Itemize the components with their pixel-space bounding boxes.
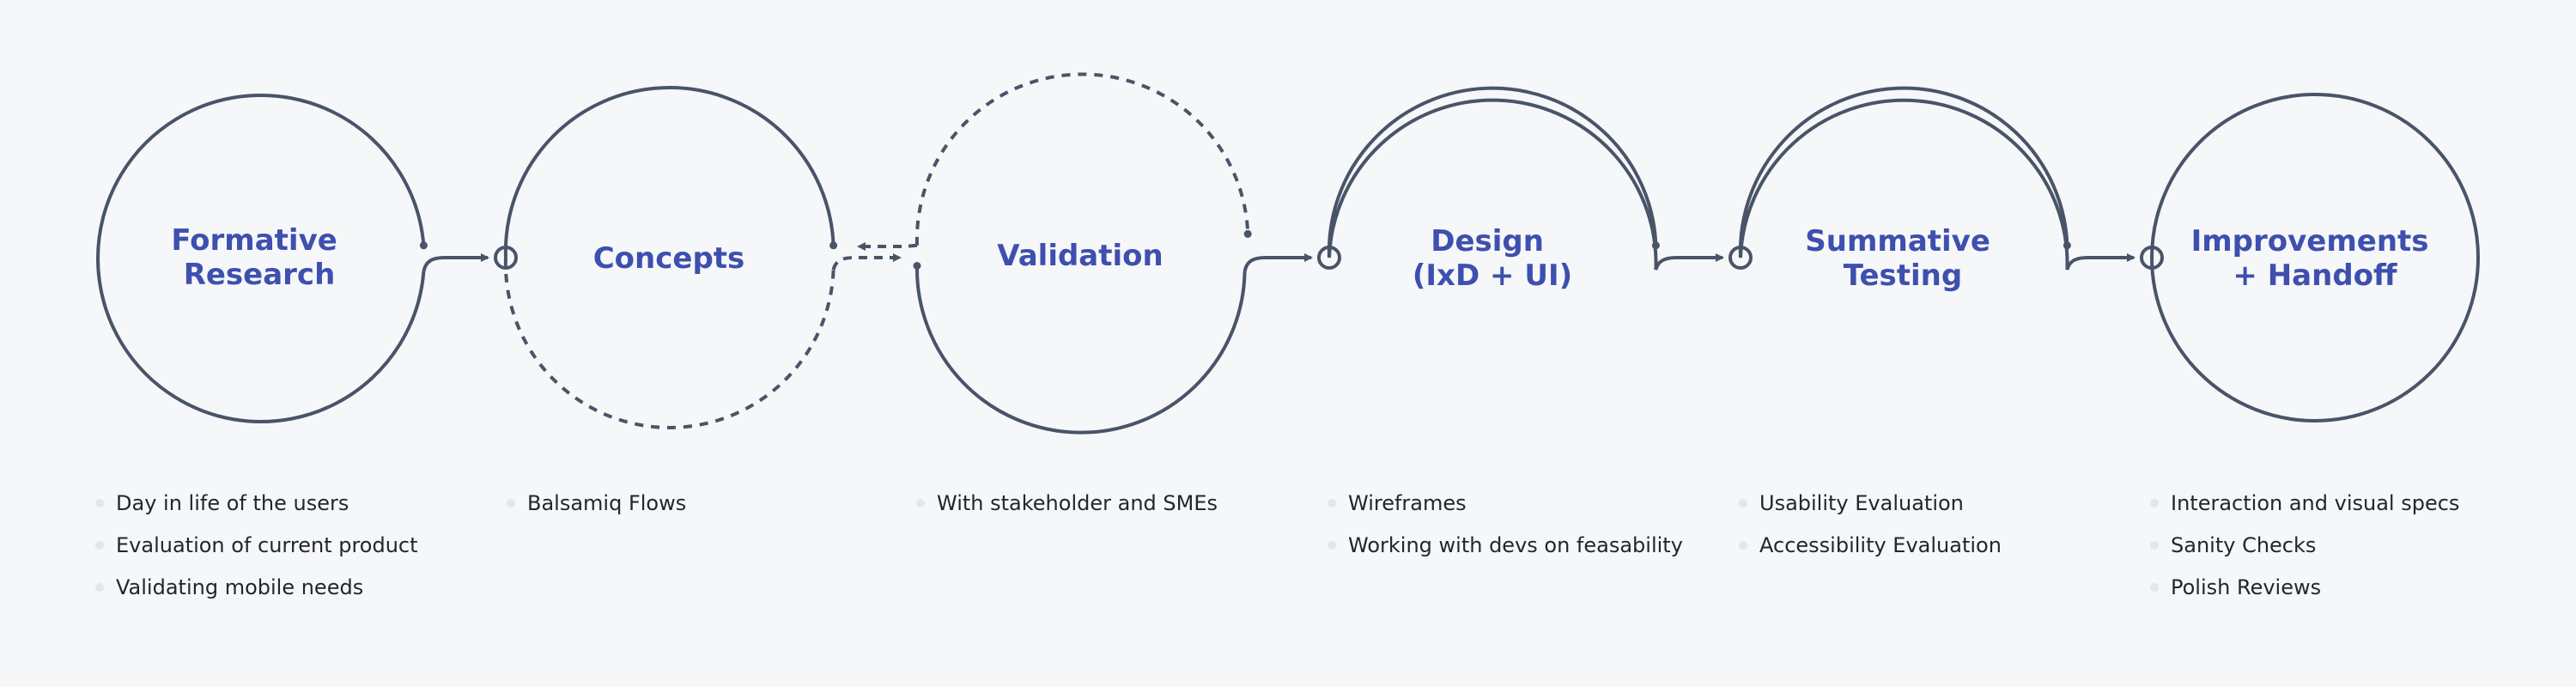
list-item-label: Sanity Checks <box>2171 533 2317 557</box>
list-item-label: Polish Reviews <box>2171 575 2322 599</box>
design-activities-list: Wireframes Working with devs on feasabil… <box>1327 483 1714 567</box>
list-item-label: Day in life of the users <box>116 491 349 515</box>
stage-title-summative-testing: Summative Testing <box>1805 224 2000 293</box>
stage-circle-dashed-arc <box>914 72 1250 246</box>
connector-endpoint-dot <box>1243 229 1252 238</box>
stage-circle-solid-arc <box>503 85 835 258</box>
list-item: Wireframes <box>1327 483 1714 525</box>
stage-validation <box>913 72 1252 435</box>
stage-title-line: Testing <box>1844 258 1962 293</box>
bullet-dot <box>95 541 104 550</box>
connector-arrow-concepts-to-validation <box>831 253 902 271</box>
connector-endpoint-dot <box>913 262 921 270</box>
connector-arrow-testing-to-handoff <box>2065 253 2136 271</box>
stage-summative-testing <box>1738 86 2071 271</box>
list-item: Sanity Checks <box>2150 525 2537 567</box>
stage-circle-solid-arc <box>914 265 1247 435</box>
stage-title-validation: Validation <box>997 239 1163 273</box>
bullet-dot <box>2150 499 2159 508</box>
connector-arrow-validation-to-design <box>1242 253 1313 272</box>
improvements-handoff-activities-list: Interaction and visual specs Sanity Chec… <box>2150 483 2537 609</box>
connector-arrow-research-to-concepts <box>422 253 489 272</box>
list-item-label: Balsamiq Flows <box>527 491 687 515</box>
stage-improvements-handoff <box>2150 93 2481 423</box>
formative-research-activities-list: Day in life of the users Evaluation of c… <box>95 483 482 609</box>
bullet-dot <box>1327 541 1336 550</box>
bullet-dot <box>95 583 104 592</box>
list-item: Day in life of the users <box>95 483 482 525</box>
stage-title-line: Validation <box>997 239 1163 273</box>
list-item-label: Working with devs on feasability <box>1348 533 1683 557</box>
stage-title-line: Formative <box>171 223 337 258</box>
validation-activities-list: With stakeholder and SMEs <box>916 483 1303 525</box>
stage-formative-research <box>96 94 428 423</box>
list-item: With stakeholder and SMEs <box>916 483 1303 525</box>
list-item: Balsamiq Flows <box>507 483 893 525</box>
stage-design <box>1327 86 1660 271</box>
bullet-dot <box>2150 583 2159 592</box>
stage-circle <box>1327 86 1658 271</box>
bullet-dot <box>1739 499 1747 508</box>
stage-title-line: (IxD + UI) <box>1413 258 1572 293</box>
stage-title-design: Design (IxD + UI) <box>1413 224 1572 293</box>
stage-title-line: Design <box>1431 224 1544 258</box>
stage-title-line: Concepts <box>593 241 745 276</box>
bullet-dot <box>916 499 925 508</box>
list-item: Usability Evaluation <box>1739 483 2125 525</box>
stage-circle-dashed-arc <box>503 257 835 430</box>
list-item: Polish Reviews <box>2150 567 2537 609</box>
list-item-label: Interaction and visual specs <box>2171 491 2460 515</box>
bullet-dot <box>95 499 104 508</box>
stage-title-improvements-handoff: Improvements + Handoff <box>2191 224 2439 293</box>
bullet-dot <box>2150 541 2159 550</box>
concepts-activities-list: Balsamiq Flows <box>507 483 893 525</box>
stage-circle <box>96 94 426 423</box>
list-item: Validating mobile needs <box>95 567 482 609</box>
list-item: Evaluation of current product <box>95 525 482 567</box>
stage-title-concepts: Concepts <box>593 241 745 276</box>
list-item-label: Wireframes <box>1348 491 1467 515</box>
list-item-label: Evaluation of current product <box>116 533 418 557</box>
stage-title-formative-research: Formative Research <box>171 223 347 292</box>
connector-endpoint-dot <box>2063 241 2071 250</box>
stage-title-line: Summative <box>1805 224 1990 258</box>
list-item: Working with devs on feasability <box>1327 525 1714 567</box>
stage-circle <box>2150 93 2481 423</box>
connector-endpoint-dot <box>829 241 838 250</box>
feedback-loop-connectors <box>831 242 918 271</box>
bullet-dot <box>507 499 515 508</box>
bullet-dot <box>1739 541 1747 550</box>
list-item: Interaction and visual specs <box>2150 483 2537 525</box>
connector-endpoint-dot <box>1651 241 1660 250</box>
list-item-label: Validating mobile needs <box>116 575 364 599</box>
stage-title-line: Research <box>184 258 336 292</box>
bullet-dot <box>1327 499 1336 508</box>
stage-title-line: Improvements <box>2191 224 2429 258</box>
stage-title-line: + Handoff <box>2233 258 2397 293</box>
connector-endpoint-dot <box>419 241 428 250</box>
stage-concepts <box>503 85 838 430</box>
list-item: Accessibility Evaluation <box>1739 525 2125 567</box>
summative-testing-activities-list: Usability Evaluation Accessibility Evalu… <box>1739 483 2125 567</box>
list-item-label: Accessibility Evaluation <box>1759 533 2002 557</box>
stage-circle <box>1738 86 2069 271</box>
list-item-label: With stakeholder and SMEs <box>937 491 1218 515</box>
list-item-label: Usability Evaluation <box>1759 491 1964 515</box>
connector-arrow-design-to-testing <box>1654 253 1724 271</box>
